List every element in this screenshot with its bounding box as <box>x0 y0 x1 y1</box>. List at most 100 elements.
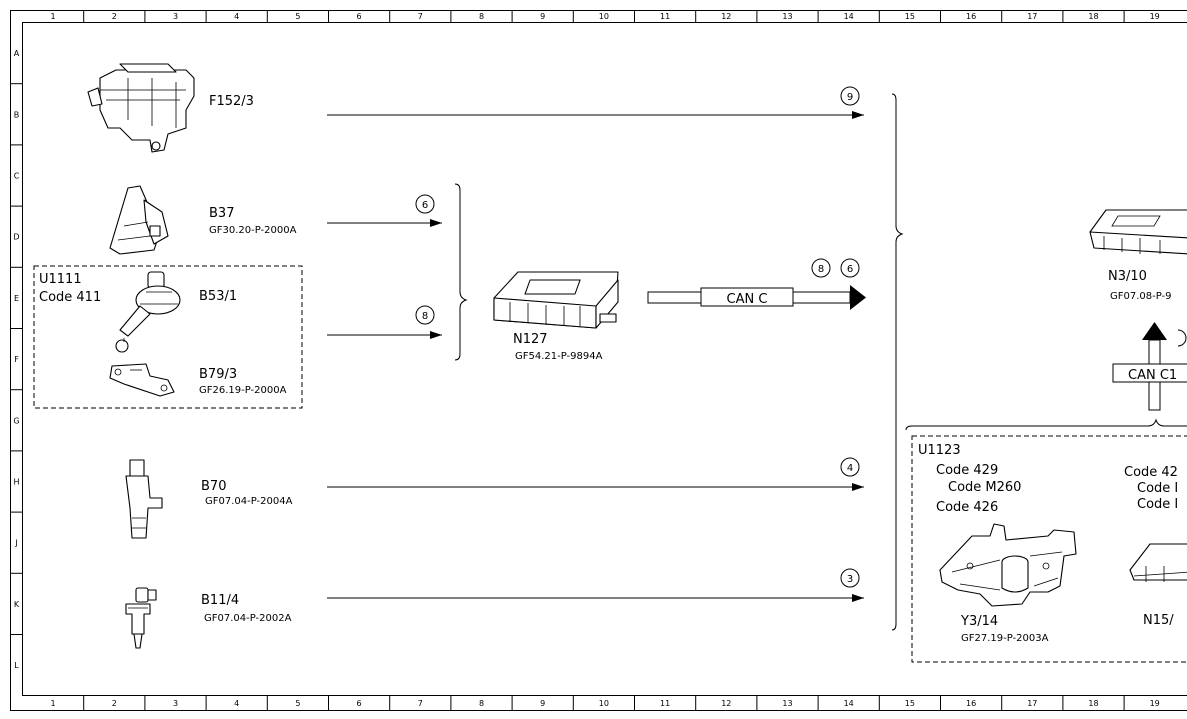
grid-column-label-bottom: 8 <box>479 699 484 708</box>
grid-column-label-bottom: 3 <box>173 699 178 708</box>
u1111-label: U1111 <box>39 272 82 287</box>
grid-column-label-top: 3 <box>173 12 178 21</box>
grid-column-label-bottom: 5 <box>295 699 300 708</box>
grid-column-label-top: 1 <box>51 12 56 21</box>
grid-column-label-bottom: 10 <box>599 699 609 708</box>
n3-10-control-unit-icon <box>1089 209 1187 255</box>
u1123-output-brace <box>905 418 1187 431</box>
b37-label: B37 <box>209 206 234 221</box>
grid-row-label: F <box>14 355 19 364</box>
n127-input-brace <box>454 183 468 361</box>
grid-row-label: D <box>13 233 19 242</box>
grid-column-label-top: 16 <box>966 12 976 21</box>
b11-4-label: B11/4 <box>201 593 239 608</box>
b11-4-ref: GF07.04-P-2002A <box>204 613 292 624</box>
b37-pedal-sensor-icon <box>109 185 169 255</box>
grid-column-label-bottom: 9 <box>540 699 545 708</box>
n15-label: N15/ <box>1143 613 1174 628</box>
b53-1-sensor-icon <box>115 271 181 353</box>
frame-outer <box>10 10 1187 711</box>
u1111-group-box <box>33 265 303 409</box>
grid-column-label-bottom: 18 <box>1088 699 1098 708</box>
grid-column-label-top: 12 <box>721 12 731 21</box>
grid-column-label-bottom: 4 <box>234 699 239 708</box>
b11-signal-marker <box>840 568 860 588</box>
n127-label: N127 <box>513 332 548 347</box>
can-c-marker-1 <box>811 258 831 278</box>
u1123-code-left-1: Code 429 <box>936 463 998 478</box>
y3-14-valve-body-icon <box>939 523 1077 607</box>
grid-column-label-top: 4 <box>234 12 239 21</box>
grid-column-label-bottom: 7 <box>418 699 423 708</box>
grid-column-label-bottom: 1 <box>51 699 56 708</box>
grid-row-label: K <box>14 600 20 609</box>
grid-row-label: L <box>14 661 19 670</box>
u1123-label: U1123 <box>918 443 961 458</box>
b79-3-ref: GF26.19-P-2000A <box>199 385 287 396</box>
grid-row-label: A <box>14 49 20 58</box>
grid-row-label: J <box>14 539 17 548</box>
grid-row-label: G <box>13 416 19 425</box>
f152-3-label: F152/3 <box>209 94 254 109</box>
u1123-code-right-2: Code I <box>1137 481 1178 496</box>
grid-column-label-bottom: 16 <box>966 699 976 708</box>
u1111-code: Code 411 <box>39 290 101 305</box>
can-c1-bus <box>1112 322 1187 411</box>
b53-signal-number: 8 <box>422 311 428 322</box>
f152-3-sensor-icon <box>87 63 195 153</box>
can-c-number-2: 6 <box>847 264 853 275</box>
grid-column-label-top: 9 <box>540 12 545 21</box>
u1123-group-box <box>911 435 1187 663</box>
grid-reference: 1122334455667788991010111112121313141415… <box>10 10 1160 711</box>
b11-4-sensor-icon <box>125 587 157 649</box>
grid-column-label-top: 8 <box>479 12 484 21</box>
grid-row-label: B <box>14 110 20 119</box>
b70-signal-number: 4 <box>847 463 853 474</box>
grid-column-label-bottom: 17 <box>1027 699 1037 708</box>
grid-column-label-bottom: 11 <box>660 699 670 708</box>
can-c-bus <box>647 285 866 310</box>
grid-column-label-bottom: 14 <box>844 699 854 708</box>
grid-column-label-bottom: 6 <box>357 699 362 708</box>
grid-column-label-top: 19 <box>1150 12 1160 21</box>
n3-10-input-brace <box>891 93 904 631</box>
grid-column-label-bottom: 19 <box>1150 699 1160 708</box>
u1123-code-right-3: Code I <box>1137 497 1178 512</box>
grid-column-label-top: 13 <box>782 12 792 21</box>
b53-1-label: B53/1 <box>199 289 237 304</box>
can-c-marker-2 <box>840 258 860 278</box>
n15-control-unit-icon <box>1129 543 1187 582</box>
grid-column-label-top: 14 <box>844 12 854 21</box>
n127-ref: GF54.21-P-9894A <box>515 351 603 362</box>
y3-14-label: Y3/14 <box>960 614 998 629</box>
grid-column-label-top: 6 <box>357 12 362 21</box>
f152-signal-marker <box>840 86 860 106</box>
n3-10-label: N3/10 <box>1108 269 1147 284</box>
b37-signal-number: 6 <box>422 200 428 211</box>
grid-row-label: E <box>14 294 19 303</box>
y3-14-ref: GF27.19-P-2003A <box>961 633 1049 644</box>
f152-signal-number: 9 <box>847 92 853 103</box>
can-c-number-1: 8 <box>818 264 824 275</box>
b70-sensor-icon <box>125 459 163 539</box>
grid-column-label-bottom: 13 <box>782 699 792 708</box>
n127-control-unit-icon <box>493 271 619 329</box>
grid-row-label: H <box>13 478 19 487</box>
grid-column-label-top: 17 <box>1027 12 1037 21</box>
grid-column-label-top: 11 <box>660 12 670 21</box>
grid-column-label-top: 7 <box>418 12 423 21</box>
n3-10-ref: GF07.08-P-9 <box>1110 291 1172 302</box>
can-c1-label: CAN C1 <box>1128 368 1177 383</box>
u1123-code-right-1: Code 42 <box>1124 465 1178 480</box>
b79-3-label: B79/3 <box>199 367 237 382</box>
b53-signal-marker <box>415 305 435 325</box>
grid-column-label-top: 5 <box>295 12 300 21</box>
grid-column-label-bottom: 12 <box>721 699 731 708</box>
frame-inner <box>22 22 1187 696</box>
can-c-label: CAN C <box>727 292 768 307</box>
b11-signal-number: 3 <box>847 574 853 585</box>
grid-column-label-top: 18 <box>1088 12 1098 21</box>
b70-label: B70 <box>201 479 226 494</box>
grid-column-label-top: 10 <box>599 12 609 21</box>
